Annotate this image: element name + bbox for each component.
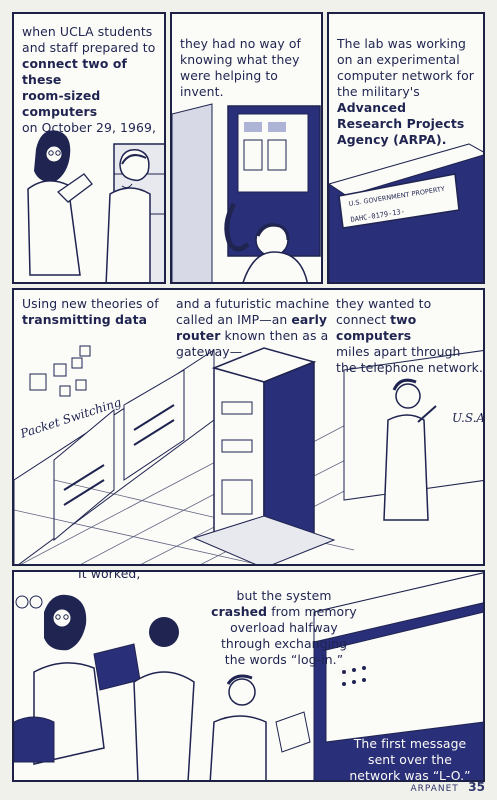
illustration-imp-room: Packet Switching U.S.A [14,345,485,564]
caption-p4-goal: they wanted to connect two computers mil… [336,296,483,375]
illustration-students [27,130,164,282]
panel-arpa-lab: U.S. GOVERNMENT PROPERTY DAHC-0179-13- T… [327,12,485,284]
caption-p4-imp: and a futuristic machine called an IMP—a… [176,296,330,359]
panel-login-crash: It worked, but the system crashed from m… [12,570,485,782]
caption-p2: they had no way of knowing what they wer… [180,36,301,99]
caption-p5-crash: but the system crashed from memory overl… [211,588,357,667]
caption-p3: The lab was working on an experimental c… [337,36,474,147]
page-number: 35 [468,780,485,794]
label-usa-map: U.S.A [452,411,485,425]
caption-p4-theories: Using new theories of transmitting data [22,296,159,327]
page-footer: ARPANET 35 [410,780,485,794]
caption-p1: when UCLA students and staff prepared to… [22,24,157,135]
illustration-terminal-users [14,572,483,780]
illustration-government-machine: U.S. GOVERNMENT PROPERTY DAHC-0179-13- [329,143,483,282]
illustration-computer-cabinet [172,103,321,282]
caption-p5-worked: It worked, [78,570,141,581]
panel-imp-gateway: Packet Switching U.S.A Using new theorie… [12,288,485,566]
footer-section: ARPANET [410,784,459,794]
panel-ucla-students: when UCLA students and staff prepared to… [12,12,166,284]
panel-computer-room: they had no way of knowing what they wer… [170,12,323,284]
caption-p5-first-message: The first message sent over the network … [349,736,471,782]
